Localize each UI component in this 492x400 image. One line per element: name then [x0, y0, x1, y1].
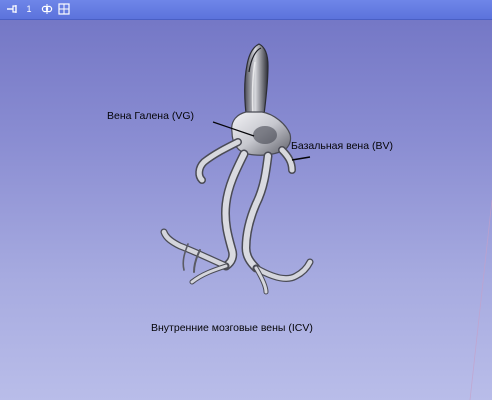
- annotation-internal-cerebral-veins: Внутренние мозговые вены (ICV): [151, 322, 313, 334]
- clipping-line: [470, 200, 492, 400]
- annotation-basal-vein: Базальная вена (BV): [291, 140, 393, 152]
- internal-cerebral-veins: [164, 154, 310, 292]
- bv-leader-line: [292, 157, 310, 160]
- straight-sinus: [245, 44, 268, 122]
- annotation-vein-of-galen: Вена Галена (VG): [107, 110, 194, 122]
